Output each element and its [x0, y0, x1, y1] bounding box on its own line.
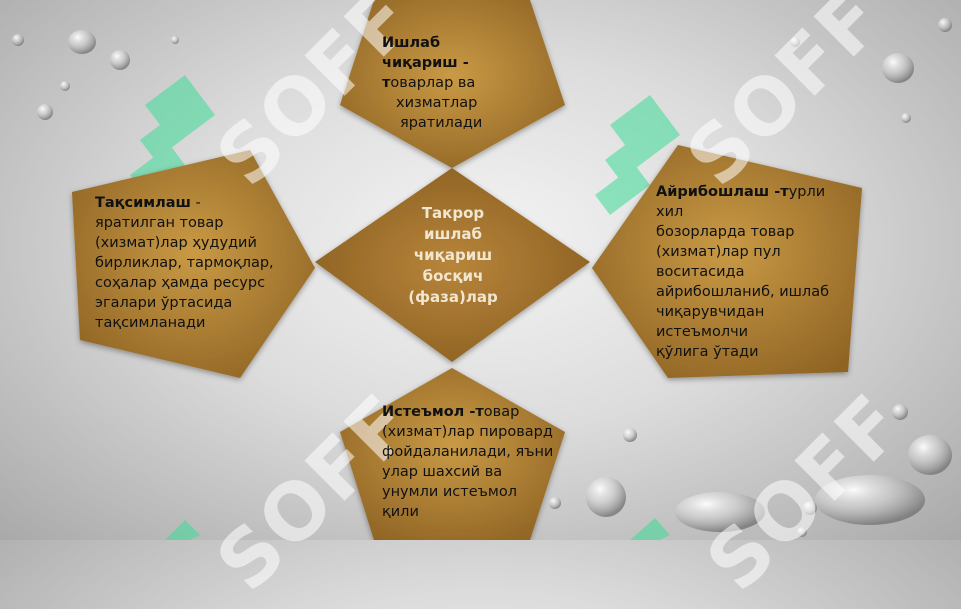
exchange-line: истеъмолчи	[656, 324, 749, 340]
water-drops	[12, 18, 952, 537]
production-title-line: чиқариш -	[382, 55, 469, 71]
consumption-title-rest: овар	[483, 404, 520, 420]
distribution-title-rest: -	[190, 195, 201, 211]
phase-shape-production	[340, 0, 565, 168]
exchange-line: чиқарувчидан	[656, 304, 765, 320]
watermark-logo-3	[165, 520, 200, 540]
exchange-line: қўлига ўтади	[656, 344, 759, 360]
diagram-canvas	[12, 0, 952, 540]
exchange-line: бозорларда товар	[656, 224, 795, 240]
phase-shape-exchange	[592, 145, 862, 378]
exchange-title: Айрибошлаш -т	[656, 184, 789, 200]
exchange-line: хил	[656, 204, 684, 220]
consumption-line: унумли истеъмол	[382, 484, 517, 500]
consumption-line: улар шахсий ва	[382, 464, 503, 480]
consumption-line: фойдаланилади, яъни	[382, 444, 554, 460]
distribution-text: Тақсимлаш - яратилган товар (хизмат)лар …	[95, 193, 325, 333]
production-line: яратилади	[400, 115, 483, 131]
distribution-line: (хизмат)лар ҳудудий	[95, 235, 257, 251]
exchange-line: воситасида	[656, 264, 745, 280]
consumption-line: қили	[382, 504, 419, 520]
exchange-line: айрибошланиб, ишлаб	[656, 284, 830, 300]
production-text: Ишлаб чиқариш - товарлар ва хизматлар яр…	[382, 33, 522, 133]
center-line: (фаза)лар	[408, 288, 498, 306]
production-title-line: Ишлаб	[382, 35, 441, 51]
phase-shape-distribution	[72, 150, 315, 378]
distribution-line: соҳалар ҳамда ресурс	[95, 275, 266, 291]
center-label: Такрор ишлаб чиқариш босқич (фаза)лар	[398, 203, 508, 308]
watermark-logo-4	[630, 518, 670, 540]
distribution-title: Тақсимлаш	[95, 195, 191, 211]
consumption-text: Истеъмол -товар (хизмат)лар пировард фой…	[382, 402, 592, 522]
distribution-line: тақсимланади	[95, 315, 206, 331]
watermark-logo-2	[595, 95, 680, 215]
center-line: Такрор	[421, 204, 485, 222]
exchange-title-rest: урли	[788, 184, 826, 200]
exchange-text: Айрибошлаш -турли хил бозорларда товар (…	[656, 182, 876, 362]
production-title-lead: т	[382, 75, 391, 91]
consumption-title: Истеъмол -т	[382, 404, 484, 420]
phase-shape-consumption	[340, 368, 565, 540]
center-diamond	[315, 168, 590, 362]
consumption-line: (хизмат)лар пировард	[382, 424, 553, 440]
production-line: хизматлар	[396, 95, 478, 111]
distribution-line: бирликлар, тармоқлар,	[95, 255, 274, 271]
distribution-line: яратилган товар	[95, 215, 224, 231]
production-line: оварлар ва	[390, 75, 476, 91]
center-line: ишлаб	[423, 225, 483, 243]
center-line: чиқариш	[413, 246, 493, 264]
distribution-line: эгалари ўртасида	[95, 295, 233, 311]
center-line: босқич	[422, 267, 484, 285]
exchange-line: (хизмат)лар пул	[656, 244, 781, 260]
